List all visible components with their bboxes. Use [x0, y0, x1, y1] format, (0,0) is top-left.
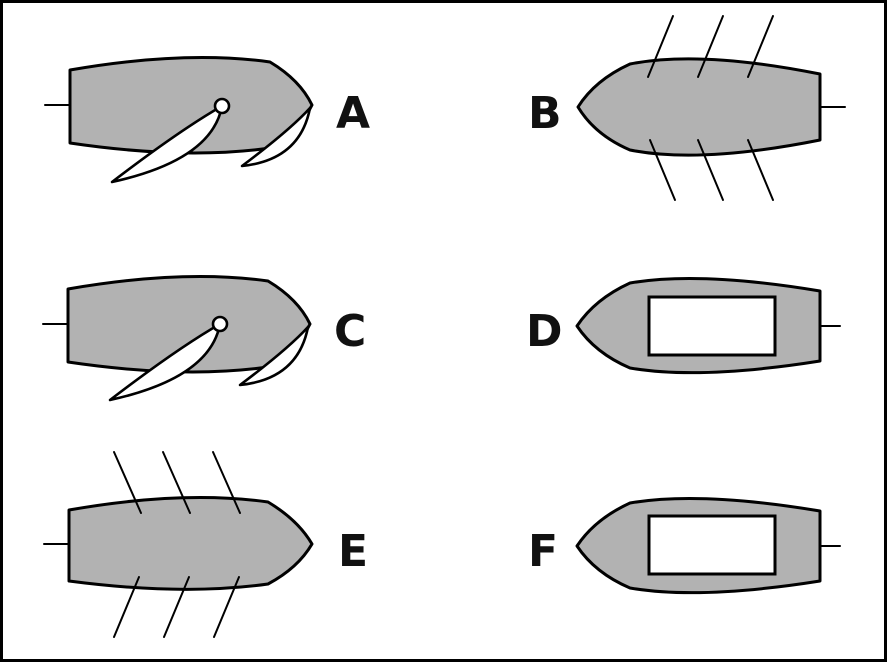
boat-e-oar	[113, 451, 142, 514]
boat-f-label: F	[528, 526, 558, 577]
boat-b-oar	[647, 15, 674, 78]
boat-e-label: E	[338, 526, 368, 577]
boat-a-mast	[213, 97, 231, 115]
boat-b-oar	[747, 139, 774, 201]
boat-e-oar	[162, 451, 191, 514]
boat-d-cabin	[647, 295, 777, 357]
boat-c-mast	[211, 315, 229, 333]
boat-b-hull	[576, 57, 822, 157]
boat-a-label: A	[336, 88, 370, 139]
boat-c-label: C	[334, 306, 366, 357]
boat-b-oar	[649, 139, 676, 201]
boat-a-mainsail	[110, 104, 224, 184]
boat-e: E	[43, 451, 368, 638]
boat-c-jib	[238, 325, 310, 387]
boat-f-cabin	[647, 514, 777, 576]
boat-b-oar	[697, 139, 724, 201]
boat-b-oar	[747, 15, 774, 78]
boat-e-hull	[67, 496, 314, 591]
boat-b-oar	[697, 15, 724, 78]
boat-a: A	[44, 56, 370, 184]
boat-b: B	[528, 15, 846, 201]
boat-b-label: B	[528, 88, 562, 139]
boat-c: C	[42, 275, 366, 402]
boat-c-mainsail	[108, 322, 222, 402]
boat-f: F	[528, 497, 841, 595]
boat-e-oar	[113, 576, 140, 638]
boat-e-oar	[213, 576, 240, 638]
boat-e-oar	[163, 576, 190, 638]
boat-d: D	[526, 277, 841, 375]
boat-a-jib	[240, 106, 312, 168]
boat-d-label: D	[526, 306, 563, 357]
boat-e-oar	[212, 451, 241, 514]
